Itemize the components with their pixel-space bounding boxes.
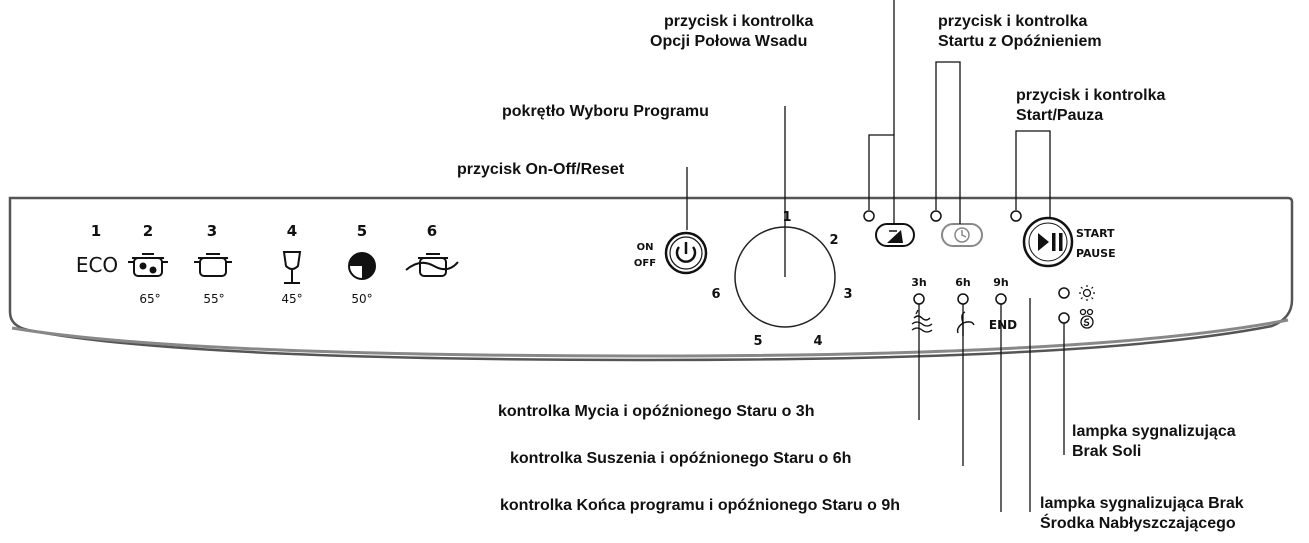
pause-label: PAUSE bbox=[1076, 247, 1116, 260]
end-led bbox=[995, 293, 1007, 305]
delay-hour-label: 6h bbox=[955, 276, 971, 289]
start-label: START bbox=[1076, 227, 1115, 240]
callout-line: lampka sygnalizująca Brak bbox=[1040, 495, 1244, 512]
normal-pot-icon bbox=[194, 253, 232, 277]
program-number: 2 bbox=[143, 222, 153, 240]
callout-line: przycisk i kontrolka bbox=[1016, 87, 1166, 104]
callout-line: Środka Nabłyszczającego bbox=[1040, 515, 1236, 532]
on-label: ON bbox=[637, 242, 654, 253]
play-pause-icon bbox=[1022, 216, 1074, 268]
program-temp: 55° bbox=[203, 292, 224, 306]
end-label: END bbox=[989, 318, 1017, 332]
callout-dry-6h: kontrolka Suszenia i opóźnionego Staru o… bbox=[510, 450, 852, 467]
callout-onoff-reset: przycisk On-Off/Reset bbox=[457, 161, 625, 178]
callout-salt: lampka sygnalizująca Brak Soli bbox=[1072, 422, 1236, 462]
program-temp: 45° bbox=[281, 292, 302, 306]
callout-line: Opcji Połowa Wsadu bbox=[650, 33, 808, 50]
delay-clock-icon bbox=[941, 223, 983, 247]
sun-icon bbox=[1079, 285, 1095, 301]
half-load-icon bbox=[875, 223, 915, 247]
rinse-aid-led bbox=[1058, 287, 1070, 299]
wash-led bbox=[913, 293, 925, 305]
program-eco-label: ECO bbox=[76, 253, 118, 277]
off-label: OFF bbox=[634, 258, 656, 269]
program-number: 3 bbox=[207, 222, 217, 240]
program-number: 4 bbox=[287, 222, 297, 240]
callout-line: lampka sygnalizująca bbox=[1072, 423, 1236, 440]
callout-rinse-aid: lampka sygnalizująca Brak Środka Nabłysz… bbox=[1040, 494, 1244, 534]
salt-led bbox=[1058, 312, 1070, 324]
dial-number: 1 bbox=[782, 210, 791, 225]
dial-number: 6 bbox=[711, 287, 720, 302]
callout-start-pause: przycisk i kontrolka Start/Pauza bbox=[1016, 86, 1165, 126]
prewash-pot-icon bbox=[405, 253, 459, 277]
wine-glass-icon bbox=[282, 251, 302, 284]
panel-outline bbox=[8, 196, 1294, 362]
program-number: 1 bbox=[91, 222, 101, 240]
callout-program-dial: pokrętło Wyboru Programu bbox=[502, 103, 709, 120]
start-pause-led bbox=[1010, 210, 1022, 222]
dial-number: 4 bbox=[813, 334, 822, 349]
dial-number: 3 bbox=[843, 287, 852, 302]
panel-bottom-edge bbox=[11, 318, 1289, 358]
callout-end-9h: kontrolka Końca programu i opóźnionego S… bbox=[500, 497, 901, 514]
program-number: 6 bbox=[427, 222, 437, 240]
program-temp: 50° bbox=[351, 292, 372, 306]
delay-led bbox=[930, 210, 942, 222]
callout-line: przycisk i kontrolka bbox=[664, 13, 814, 30]
callout-half-load: przycisk i kontrolka Opcji Połowa Wsadu bbox=[650, 12, 813, 52]
callout-wash-3h: kontrolka Mycia i opóźnionego Staru o 3h bbox=[498, 403, 815, 420]
callout-line: Start/Pauza bbox=[1016, 107, 1104, 124]
callout-line: Startu z Opóźnieniem bbox=[938, 33, 1102, 50]
leader-lines bbox=[686, 0, 1065, 512]
dial-number: 2 bbox=[829, 233, 838, 248]
dry-led bbox=[957, 293, 969, 305]
program-number: 5 bbox=[357, 222, 367, 240]
wash-icon bbox=[911, 309, 933, 333]
dial-number: 5 bbox=[753, 334, 762, 349]
callout-delay-start: przycisk i kontrolka Startu z Opóźnienie… bbox=[938, 12, 1102, 52]
delay-hour-label: 3h bbox=[911, 276, 927, 289]
salt-icon bbox=[1079, 308, 1094, 329]
quick-clock-icon bbox=[348, 252, 376, 280]
half-load-led bbox=[863, 210, 875, 222]
callout-line: Brak Soli bbox=[1072, 443, 1142, 460]
power-icon bbox=[664, 231, 708, 275]
intensive-pot-icon bbox=[128, 253, 168, 277]
callout-line: przycisk i kontrolka bbox=[938, 13, 1088, 30]
delay-hour-label: 9h bbox=[993, 276, 1009, 289]
program-temp: 65° bbox=[139, 292, 160, 306]
